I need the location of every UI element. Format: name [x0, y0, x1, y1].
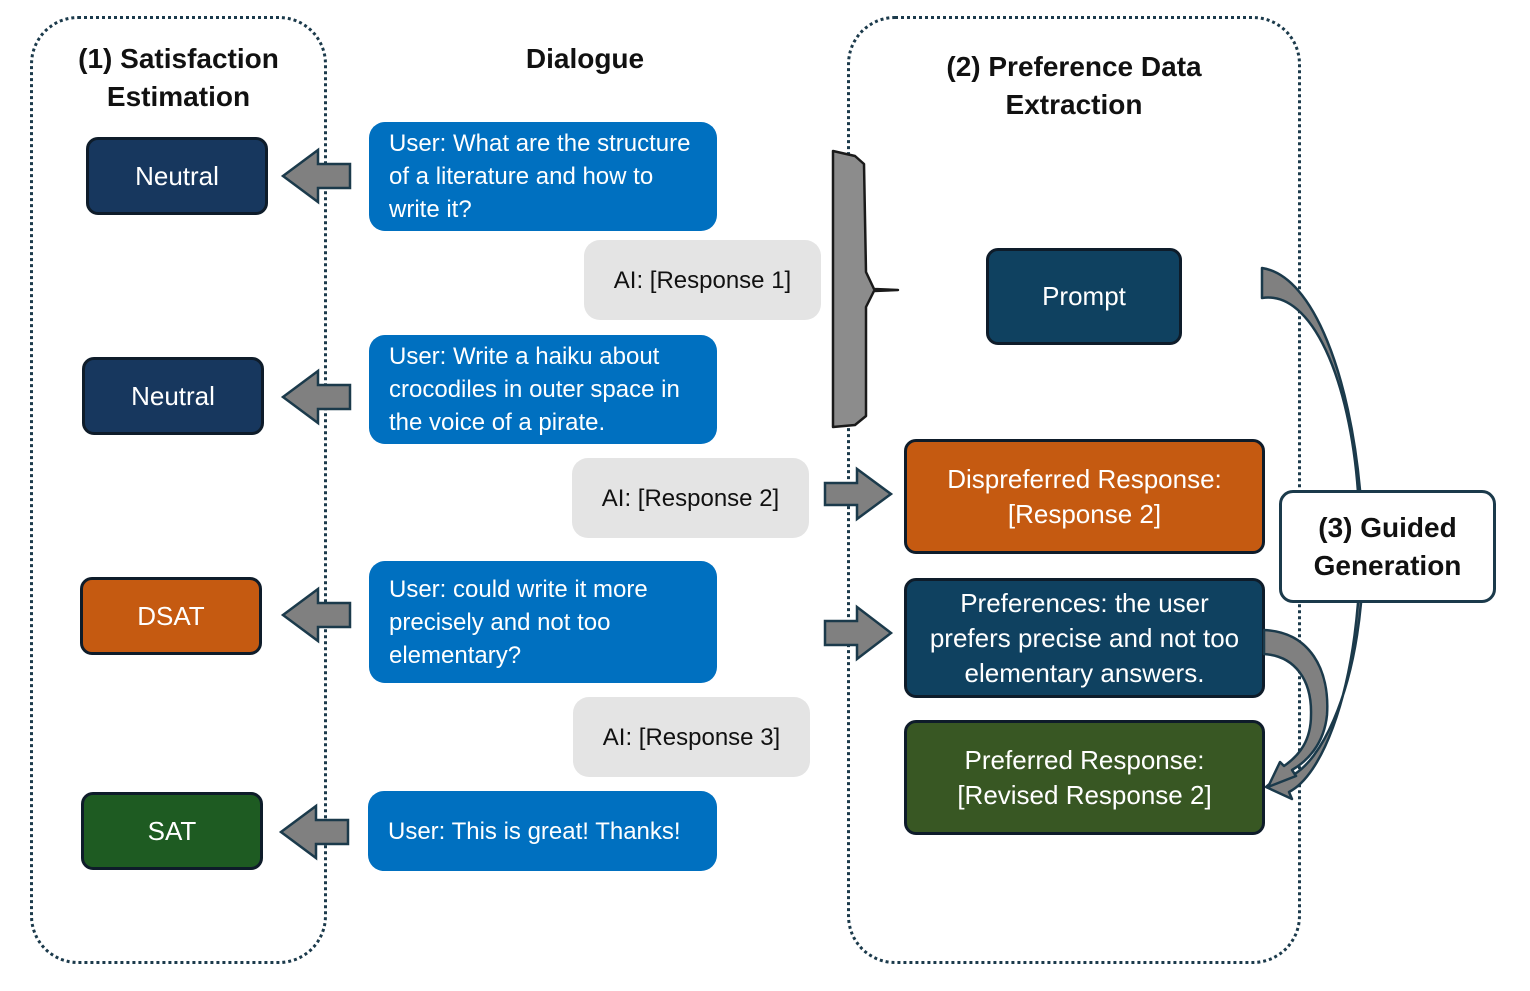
right-arrow-1 [823, 466, 894, 522]
guided-generation-box: (3) Guided Generation [1279, 490, 1496, 603]
dialogue-heading: Dialogue [525, 43, 645, 74]
preferences-box: Preferences: the user prefers precise an… [904, 578, 1265, 698]
label-dsat: DSAT [80, 577, 262, 655]
preferred-response-box: Preferred Response: [Revised Response 2] [904, 720, 1265, 835]
user-message-2: User: Write a haiku about crocodiles in … [369, 335, 717, 444]
right-arrow-2 [823, 604, 894, 662]
label-neutral-1: Neutral [86, 137, 268, 215]
preference-heading: (2) Preference Data Extraction [946, 51, 1202, 120]
label-neutral-2: Neutral [82, 357, 264, 435]
brace [831, 149, 900, 429]
label-sat: SAT [81, 792, 263, 870]
ai-message-1: AI: [Response 1] [584, 240, 821, 320]
user-message-1: User: What are the structure of a litera… [369, 122, 717, 231]
curve-arrow-top [1260, 266, 1363, 801]
left-arrow-2 [280, 368, 352, 426]
left-arrow-1 [280, 147, 352, 205]
prompt-box: Prompt [986, 248, 1182, 345]
satisfaction-heading: (1) Satisfaction Estimation [78, 43, 279, 112]
dispreferred-response-box: Dispreferred Response: [Response 2] [904, 439, 1265, 554]
satisfaction-panel [30, 16, 327, 964]
ai-message-3: AI: [Response 3] [573, 697, 810, 777]
left-arrow-4 [278, 803, 350, 861]
ai-message-2: AI: [Response 2] [572, 458, 809, 538]
curve-arrow-small [1262, 628, 1329, 789]
user-message-3: User: could write it more precisely and … [369, 561, 717, 683]
left-arrow-3 [280, 586, 352, 644]
user-message-4: User: This is great! Thanks! [368, 791, 717, 871]
